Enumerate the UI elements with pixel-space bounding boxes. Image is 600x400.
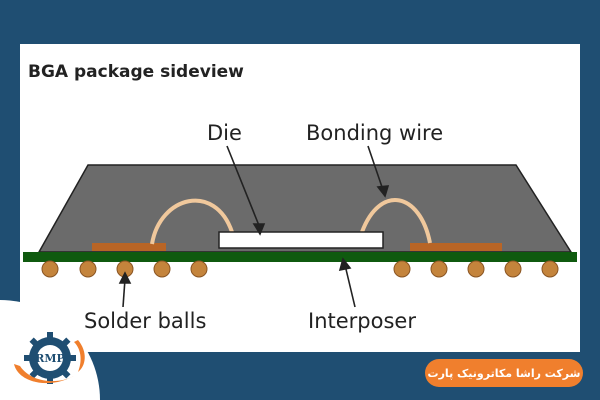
solder-ball [41, 260, 59, 278]
callout-bonding-wire [367, 145, 384, 191]
solder-ball [467, 260, 485, 278]
company-name-badge: شرکت راشا مکاترونیک پارت [425, 359, 583, 387]
diagram-panel: BGA package sideview Die [20, 44, 580, 352]
bga-diagram: BGA package sideview Die [23, 62, 577, 333]
solder-ball [190, 260, 208, 278]
bonding-wire-right [360, 198, 432, 244]
company-logo: RMP [14, 332, 85, 384]
solder-ball [541, 260, 559, 278]
die [218, 231, 384, 249]
bond-pad-left [92, 243, 166, 251]
solder-ball [79, 260, 97, 278]
logo-text: RMP [35, 352, 65, 365]
label-bonding-wire: Bonding wire [306, 121, 443, 145]
solder-ball [430, 260, 448, 278]
interposer [23, 252, 577, 262]
callout-interposer [344, 264, 356, 308]
swoosh-icon [14, 364, 74, 384]
arrowhead-interposer [338, 257, 352, 272]
arrowhead-bonding-wire [376, 185, 390, 198]
arrowhead-die [252, 223, 266, 236]
solder-balls-right [393, 260, 559, 278]
solder-ball [153, 260, 171, 278]
bonding-wire-left [150, 198, 234, 245]
diagram-title: BGA package sideview [28, 62, 244, 82]
label-interposer: Interposer [308, 309, 416, 333]
label-solder-balls: Solder balls [84, 309, 206, 333]
label-die: Die [207, 121, 242, 145]
solder-ball [504, 260, 522, 278]
callout-die [226, 145, 261, 229]
arrowhead-solder-balls [118, 271, 132, 284]
solder-ball [393, 260, 411, 278]
bond-pad-right [410, 243, 502, 251]
